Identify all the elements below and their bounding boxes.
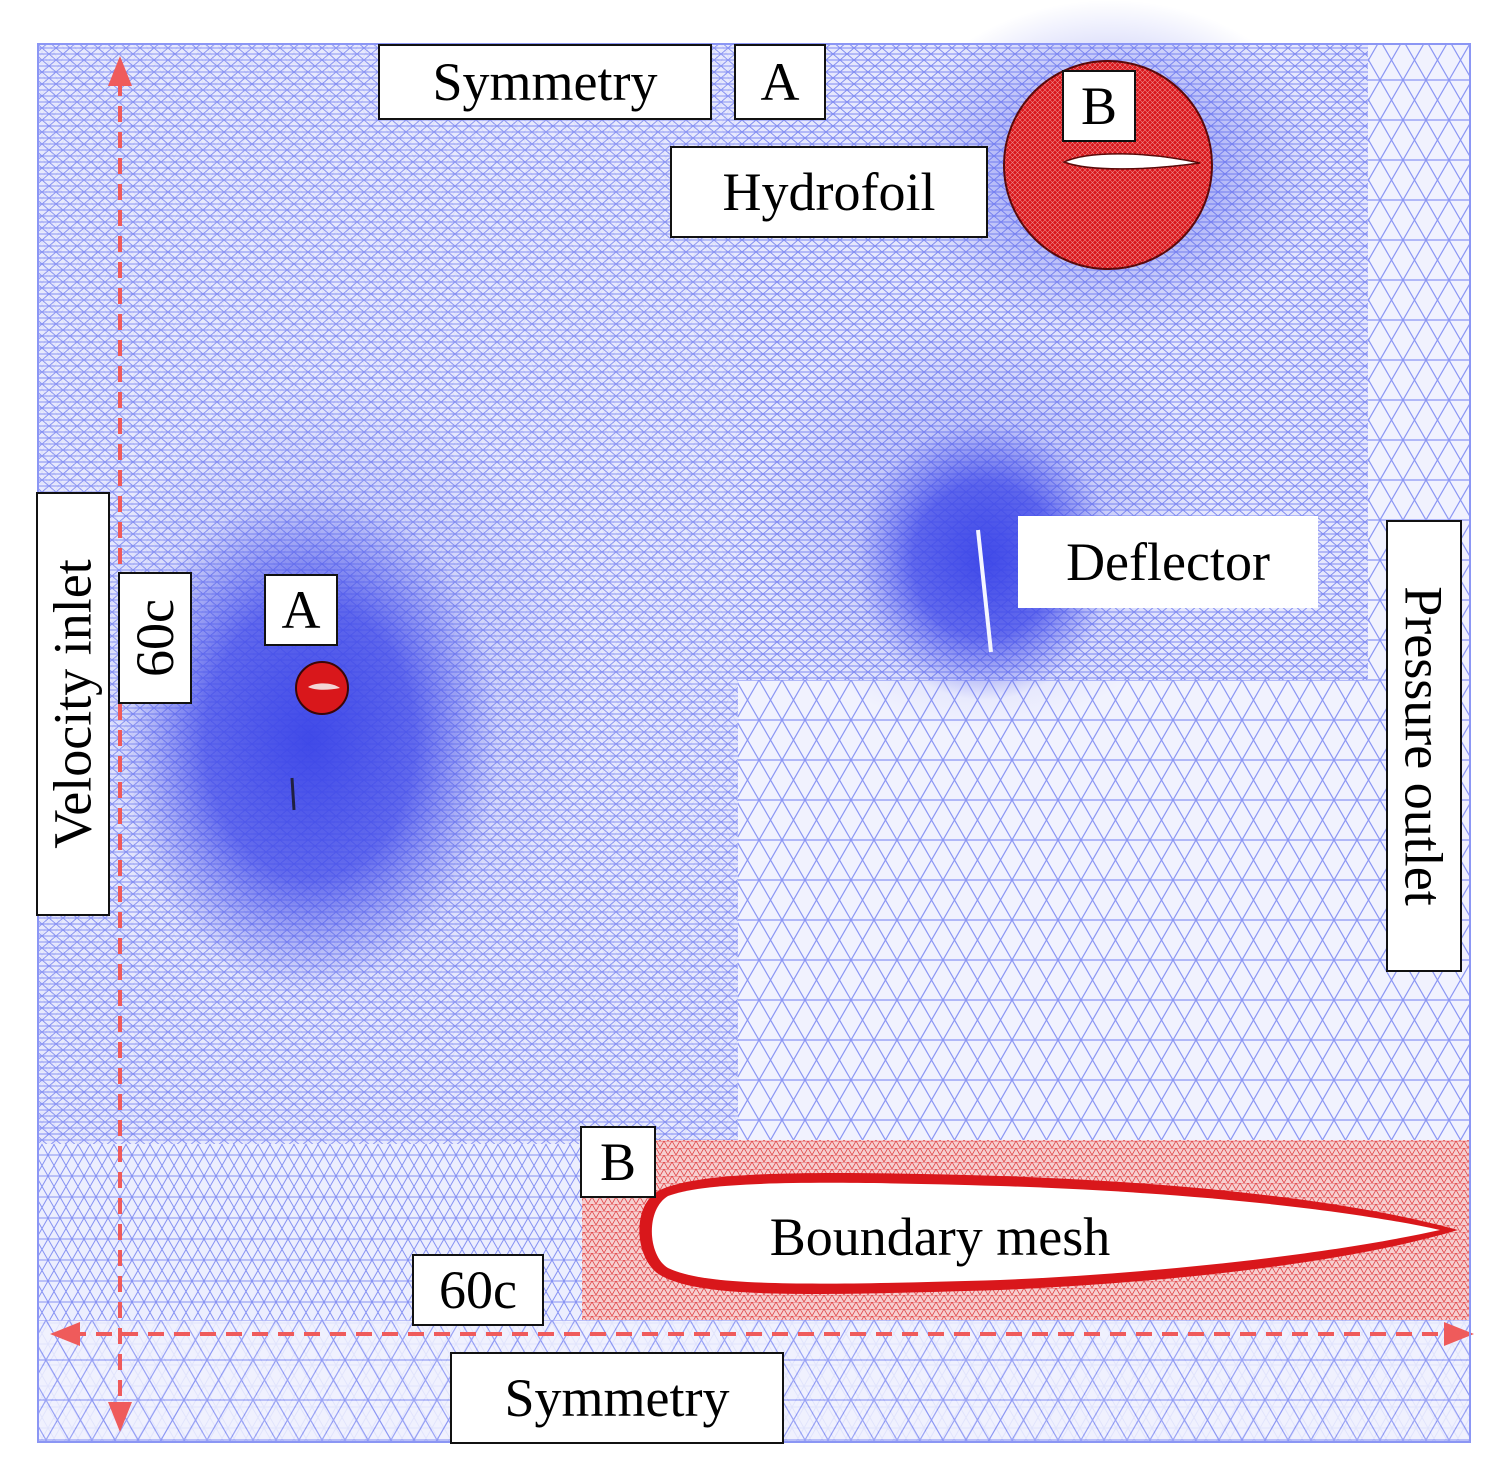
dimension-horizontal-text: 60c <box>439 1260 517 1320</box>
arrow-up <box>108 56 132 86</box>
pressure-outlet-text: Pressure outlet <box>1394 586 1455 906</box>
hydrofoil-small <box>308 683 340 690</box>
arrow-right <box>1444 1322 1474 1346</box>
symmetry-bottom-text: Symmetry <box>504 1368 730 1428</box>
dimension-vertical-label: 60c <box>118 572 192 704</box>
deflector-small <box>290 777 296 811</box>
velocity-inlet-label: Velocity inlet <box>36 492 110 916</box>
deflector-line <box>976 529 993 653</box>
deflector-text: Deflector <box>1066 532 1270 592</box>
boundary-mesh-foil <box>651 1182 1440 1284</box>
dimension-arrows <box>70 80 1458 1410</box>
marker-b-top-label: B <box>1062 70 1136 142</box>
hydrofoil-text: Hydrofoil <box>722 162 936 222</box>
boundary-mesh-label: Boundary mesh <box>712 1206 1168 1268</box>
arrow-left <box>50 1322 80 1346</box>
pressure-outlet-label: Pressure outlet <box>1386 520 1462 972</box>
deflector-label: Deflector <box>1018 516 1318 608</box>
symmetry-top-text: Symmetry <box>432 52 658 112</box>
marker-a-top-label: A <box>734 44 826 120</box>
dimension-vertical-text: 60c <box>125 599 185 677</box>
hydrofoil-section-top <box>1062 153 1201 170</box>
boundary-mesh-text: Boundary mesh <box>769 1207 1111 1267</box>
arrow-down <box>108 1402 132 1432</box>
marker-b-bottom-text: B <box>599 1132 637 1192</box>
symmetry-bottom-label: Symmetry <box>450 1352 784 1444</box>
marker-a-left-label: A <box>264 574 338 646</box>
dimension-horizontal-label: 60c <box>412 1254 544 1326</box>
dense-mesh-deflector-halo <box>750 310 1210 730</box>
velocity-inlet-text: Velocity inlet <box>43 559 103 849</box>
symmetry-top-label: Symmetry <box>378 44 712 120</box>
marker-b-bottom-label: B <box>580 1126 656 1198</box>
marker-a-top-text: A <box>760 52 800 112</box>
hydrofoil-label: Hydrofoil <box>670 146 988 238</box>
coarse-mesh-region <box>738 680 1470 1150</box>
marker-a-left-text: A <box>281 580 321 640</box>
arrowheads <box>50 56 1474 1432</box>
marker-b-top-text: B <box>1080 76 1118 136</box>
